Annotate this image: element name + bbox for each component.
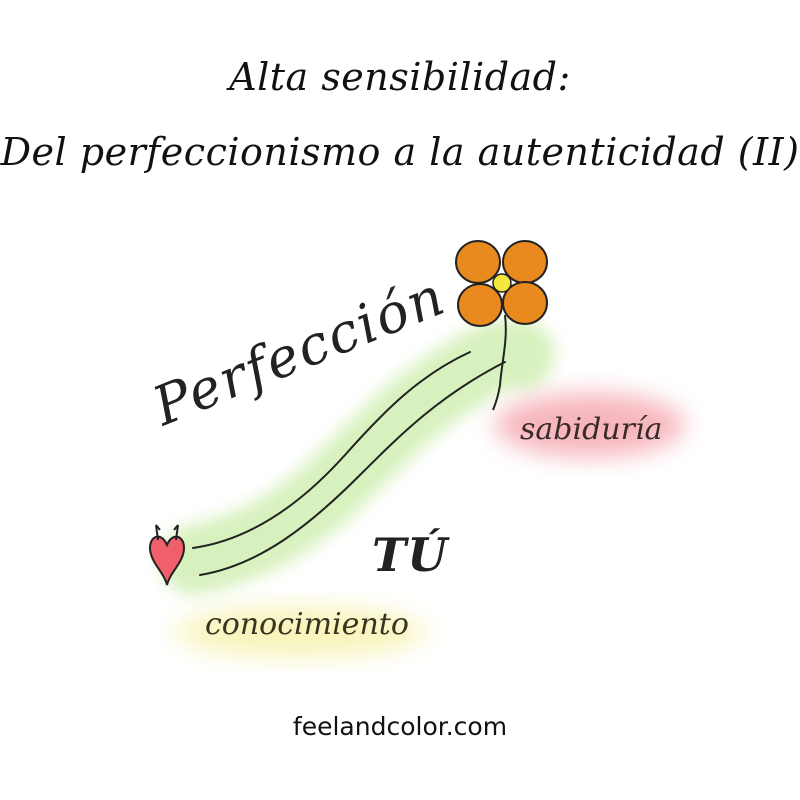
- heart-icon: [148, 524, 186, 586]
- conocimiento-glow: [175, 606, 425, 658]
- flower-icon: [455, 240, 548, 411]
- label-sabiduria: sabiduría: [520, 412, 663, 447]
- illustration: [148, 240, 685, 658]
- site-url: feelandcolor.com: [292, 712, 508, 741]
- title-line-1: Alta sensibilidad:: [229, 55, 571, 99]
- title-line-2: Del perfeccionismo a la autenticidad (II…: [0, 130, 800, 174]
- sabiduria-glow: [495, 393, 685, 457]
- path-line-upper: [192, 351, 471, 549]
- path-glow: [160, 319, 555, 595]
- label-conocimiento: conocimiento: [205, 607, 409, 642]
- label-tu: TÚ: [372, 528, 449, 582]
- path-line-lower: [199, 361, 506, 576]
